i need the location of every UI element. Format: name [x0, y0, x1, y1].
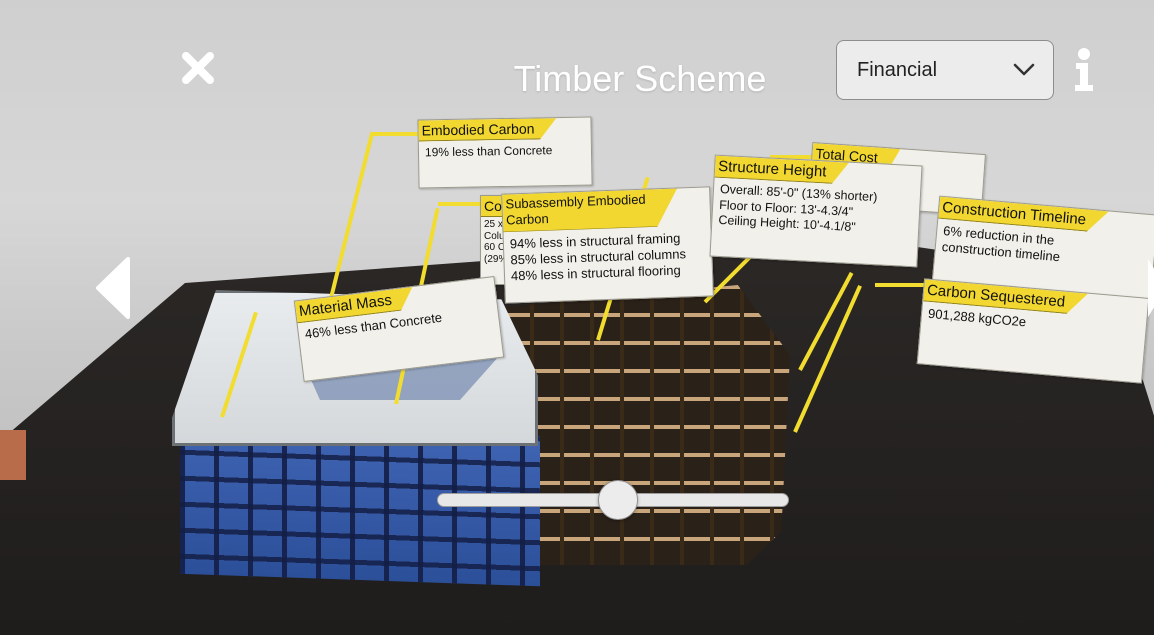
close-icon — [182, 52, 214, 84]
page-title: Timber Scheme — [513, 58, 767, 99]
callout-subassembly-embodied-carbon[interactable]: Subassembly Embodied Carbon 94% less in … — [501, 186, 714, 304]
chevron-right-icon — [1148, 259, 1154, 317]
slider-thumb[interactable] — [597, 480, 638, 520]
callout-text: 60 C — [484, 242, 506, 253]
leader-line — [372, 132, 418, 136]
callout-text: 901,288 kgCO2e — [927, 305, 1027, 330]
callout-text: 19% less than Concrete — [424, 143, 553, 160]
info-icon — [1075, 48, 1093, 91]
next-button[interactable] — [1144, 255, 1154, 321]
chevron-left-icon — [96, 257, 130, 319]
table-edge — [0, 430, 26, 480]
callout-title: Embodied Carbon — [418, 118, 556, 141]
timber-frame-model — [500, 285, 790, 565]
previous-button[interactable] — [92, 255, 132, 321]
callout-text: (29% — [484, 253, 508, 265]
leader-line — [875, 283, 925, 287]
chevron-down-icon — [1013, 63, 1035, 76]
callout-structure-height[interactable]: Structure Height Overall: 85'-0" (13% sh… — [709, 154, 923, 268]
callout-text: Colu — [484, 230, 505, 242]
view-select-dropdown[interactable]: Financial — [836, 40, 1054, 100]
info-button[interactable] — [1071, 47, 1097, 93]
leader-line — [438, 202, 483, 206]
close-button[interactable] — [180, 50, 216, 86]
dropdown-value: Financial — [857, 58, 938, 81]
timeline-slider[interactable] — [437, 480, 789, 520]
callout-embodied-carbon[interactable]: Embodied Carbon 19% less than Concrete — [417, 116, 593, 189]
callout-text: 25 x — [484, 219, 503, 230]
leader-line — [770, 155, 820, 159]
callout-title: Subassembly Embodied Carbon — [502, 189, 678, 233]
